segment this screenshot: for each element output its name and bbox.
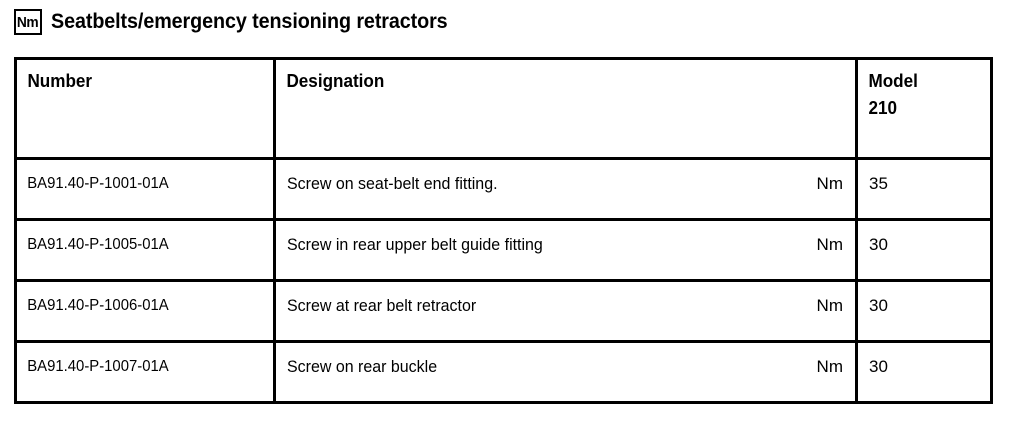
cell-number: BA91.40-P-1005-01A xyxy=(14,218,276,282)
table-row: BA91.40-P-1007-01A Screw on rear buckle … xyxy=(14,340,993,404)
page-header: Nm Seatbelts/emergency tensioning retrac… xyxy=(14,9,473,35)
table-header-row: Number Designation Model 210 xyxy=(14,57,993,160)
row-designation-value: Screw in rear upper belt guide fitting xyxy=(287,235,543,254)
row-number-value: BA91.40-P-1005-01A xyxy=(27,236,169,253)
row-unit-value: Nm xyxy=(816,296,843,315)
row-model-210-value: 30 xyxy=(869,357,888,376)
column-header-number-label: Number xyxy=(27,71,93,91)
row-unit-value: Nm xyxy=(816,235,843,254)
column-header-model-label: Model 210 xyxy=(858,60,983,122)
column-header-model-line1: Model xyxy=(868,71,918,91)
cell-model-210: 30 xyxy=(855,340,993,404)
row-model-210-value: 30 xyxy=(869,235,888,254)
row-designation-value: Screw on rear buckle xyxy=(287,357,438,376)
row-designation-wrap: Screw at rear belt retractor Nm xyxy=(276,282,855,315)
row-designation-wrap: Screw in rear upper belt guide fitting N… xyxy=(276,221,855,254)
torque-values-table: Number Designation Model 210 BA91.40-P-1… xyxy=(14,57,993,404)
column-header-model-line2: 210 xyxy=(868,98,897,118)
nm-unit-icon-label: Nm xyxy=(17,13,39,31)
page-title: Seatbelts/emergency tensioning retractor… xyxy=(51,10,448,33)
column-header-designation-label: Designation xyxy=(286,71,385,91)
cell-number: BA91.40-P-1007-01A xyxy=(14,340,276,404)
row-unit-value: Nm xyxy=(816,357,843,376)
cell-model-210: 30 xyxy=(855,218,993,282)
column-header-designation: Designation xyxy=(273,57,858,160)
cell-number: BA91.40-P-1001-01A xyxy=(14,157,276,221)
table-row: BA91.40-P-1005-01A Screw in rear upper b… xyxy=(14,218,993,282)
cell-model-210: 30 xyxy=(855,279,993,343)
cell-designation: Screw at rear belt retractor Nm xyxy=(273,279,858,343)
column-header-model: Model 210 xyxy=(855,57,993,160)
row-designation-wrap: Screw on rear buckle Nm xyxy=(276,343,855,376)
row-designation-value: Screw at rear belt retractor xyxy=(287,296,477,315)
row-model-210-value: 30 xyxy=(869,296,888,315)
cell-designation: Screw on rear buckle Nm xyxy=(273,340,858,404)
table-row: BA91.40-P-1006-01A Screw at rear belt re… xyxy=(14,279,993,343)
row-number-value: BA91.40-P-1001-01A xyxy=(27,175,169,192)
column-header-number: Number xyxy=(14,57,276,160)
row-number-value: BA91.40-P-1007-01A xyxy=(27,358,169,375)
row-number-value: BA91.40-P-1006-01A xyxy=(27,297,169,314)
row-model-210-value: 35 xyxy=(869,174,888,193)
row-designation-wrap: Screw on seat-belt end fitting. Nm xyxy=(276,160,855,193)
row-unit-value: Nm xyxy=(816,174,843,193)
table-row: BA91.40-P-1001-01A Screw on seat-belt en… xyxy=(14,157,993,221)
nm-unit-icon: Nm xyxy=(14,9,42,35)
cell-designation: Screw on seat-belt end fitting. Nm xyxy=(273,157,858,221)
row-designation-value: Screw on seat-belt end fitting. xyxy=(287,174,498,193)
cell-designation: Screw in rear upper belt guide fitting N… xyxy=(273,218,858,282)
cell-number: BA91.40-P-1006-01A xyxy=(14,279,276,343)
cell-model-210: 35 xyxy=(855,157,993,221)
